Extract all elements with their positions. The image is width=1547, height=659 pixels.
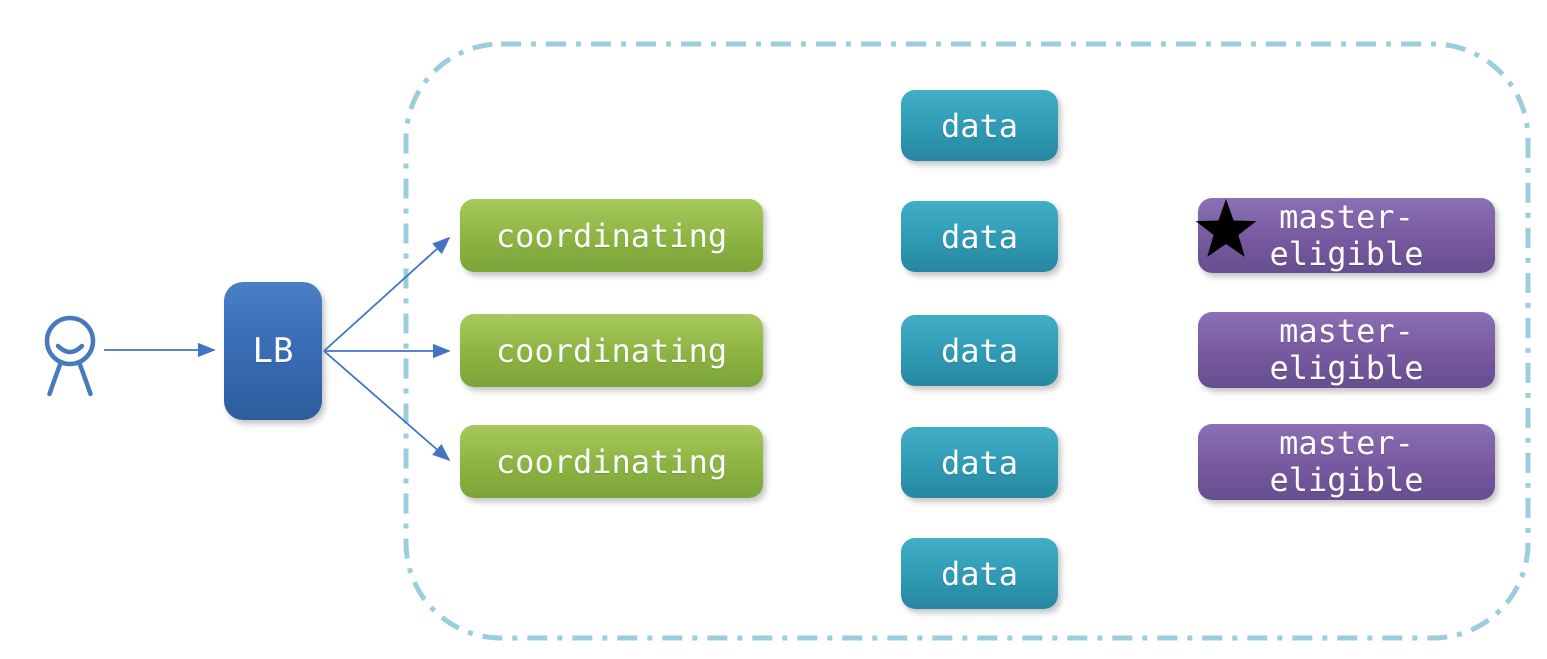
data-node-label: data [940, 106, 1019, 145]
master-eligible-node: master-eligible [1198, 198, 1495, 273]
master-eligible-node: master-eligible [1198, 312, 1495, 388]
data-node-label: data [940, 331, 1019, 370]
coordinating-node: coordinating [460, 425, 763, 498]
data-node: data [901, 201, 1058, 272]
person-icon [44, 315, 96, 397]
load-balancer-node: LB [224, 282, 322, 420]
master-eligible-node: master-eligible [1198, 424, 1495, 500]
data-node-label: data [940, 443, 1019, 482]
load-balancer-label: LB [252, 331, 294, 371]
coordinating-node: coordinating [460, 314, 763, 387]
data-node: data [901, 427, 1058, 498]
lb-arrow-top [323, 236, 451, 352]
star-icon [1195, 199, 1257, 257]
master-eligible-node-label: master-eligible [1269, 424, 1424, 499]
lb-arrow-bottom [323, 350, 451, 462]
coordinating-node-label: coordinating [495, 216, 728, 255]
data-node: data [901, 538, 1058, 609]
lb-to-coordinating-arrows [323, 236, 451, 462]
coordinating-node-label: coordinating [495, 442, 728, 481]
coordinating-node-label: coordinating [495, 331, 728, 370]
coordinating-node: coordinating [460, 199, 763, 272]
data-node-label: data [940, 554, 1019, 593]
data-node: data [901, 90, 1058, 161]
star-shape [1195, 199, 1257, 257]
master-eligible-node-label: master-eligible [1269, 312, 1424, 387]
data-node-label: data [940, 217, 1019, 256]
master-eligible-node-label: master-eligible [1269, 197, 1424, 273]
data-node: data [901, 315, 1058, 386]
